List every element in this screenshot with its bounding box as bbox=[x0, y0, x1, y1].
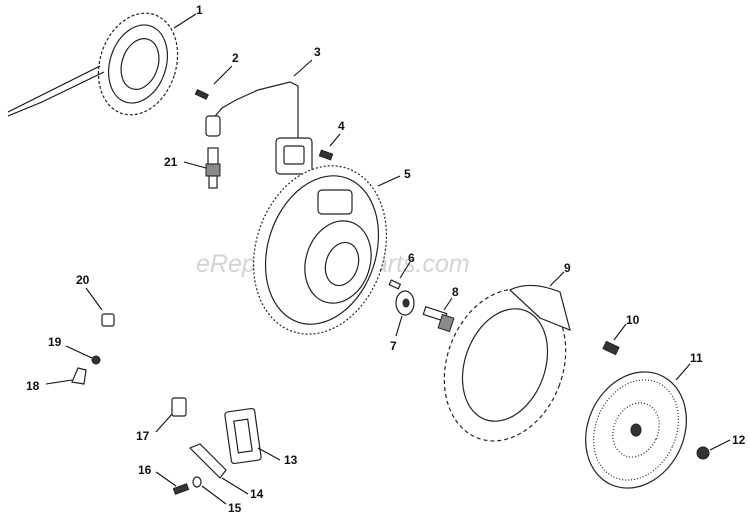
leader-11 bbox=[675, 363, 691, 381]
callout-8: 8 bbox=[452, 285, 459, 299]
part-fan bbox=[443, 284, 571, 442]
part-screw-2 bbox=[194, 88, 209, 100]
callout-11: 11 bbox=[690, 351, 703, 365]
leader-9 bbox=[549, 271, 565, 287]
callout-3: 3 bbox=[314, 45, 321, 59]
part-screw-4 bbox=[318, 149, 334, 161]
part-nut-12 bbox=[696, 446, 710, 460]
leader-18 bbox=[45, 379, 73, 385]
part-washer-7 bbox=[395, 290, 415, 316]
callout-15: 15 bbox=[228, 501, 242, 515]
leader-19 bbox=[65, 345, 93, 359]
callout-16: 16 bbox=[138, 463, 152, 477]
callout-9: 9 bbox=[564, 261, 571, 275]
leader-16 bbox=[155, 471, 177, 487]
leader-14 bbox=[221, 477, 249, 495]
part-ignition-lead bbox=[205, 81, 313, 175]
leader-3 bbox=[293, 59, 313, 77]
callout-12: 12 bbox=[732, 433, 746, 447]
callout-21: 21 bbox=[164, 155, 178, 169]
leader-17 bbox=[155, 413, 173, 433]
leader-20 bbox=[85, 287, 103, 311]
leader-12 bbox=[709, 439, 731, 451]
leader-4 bbox=[329, 133, 341, 147]
part-washer-15 bbox=[192, 476, 202, 488]
part-rectifier bbox=[224, 407, 262, 465]
callout-5: 5 bbox=[404, 167, 411, 181]
part-bolt-8 bbox=[422, 306, 455, 333]
part-connector-20 bbox=[101, 313, 115, 327]
callout-2: 2 bbox=[232, 51, 239, 65]
callout-1: 1 bbox=[196, 3, 203, 17]
callout-20: 20 bbox=[76, 273, 90, 287]
leader-21 bbox=[183, 161, 207, 169]
callout-19: 19 bbox=[48, 335, 62, 349]
part-screen bbox=[585, 371, 687, 489]
leader-1 bbox=[173, 13, 197, 29]
callout-4: 4 bbox=[338, 119, 345, 133]
part-screw-16 bbox=[172, 483, 190, 495]
leader-10 bbox=[613, 323, 627, 341]
leader-5 bbox=[377, 175, 401, 187]
callout-7: 7 bbox=[390, 339, 397, 353]
callout-14: 14 bbox=[250, 487, 264, 501]
part-flywheel bbox=[252, 165, 388, 335]
callout-6: 6 bbox=[408, 251, 415, 265]
leader-6 bbox=[399, 261, 411, 279]
callout-13: 13 bbox=[284, 453, 298, 467]
leader-13 bbox=[257, 447, 281, 461]
part-stator bbox=[7, 12, 179, 117]
part-spark-plug bbox=[205, 147, 221, 189]
part-bracket-14 bbox=[188, 443, 227, 479]
callout-18: 18 bbox=[26, 379, 40, 393]
leader-8 bbox=[443, 297, 453, 311]
part-terminal-17 bbox=[171, 397, 187, 417]
part-screw-10 bbox=[602, 340, 620, 356]
leader-15 bbox=[201, 485, 227, 505]
part-key-6 bbox=[388, 279, 402, 290]
leader-2 bbox=[213, 65, 233, 85]
callout-17: 17 bbox=[136, 429, 150, 443]
leader-7 bbox=[395, 315, 403, 337]
part-nut-19 bbox=[91, 355, 101, 365]
part-bracket-18 bbox=[71, 367, 87, 385]
callout-10: 10 bbox=[626, 313, 640, 327]
